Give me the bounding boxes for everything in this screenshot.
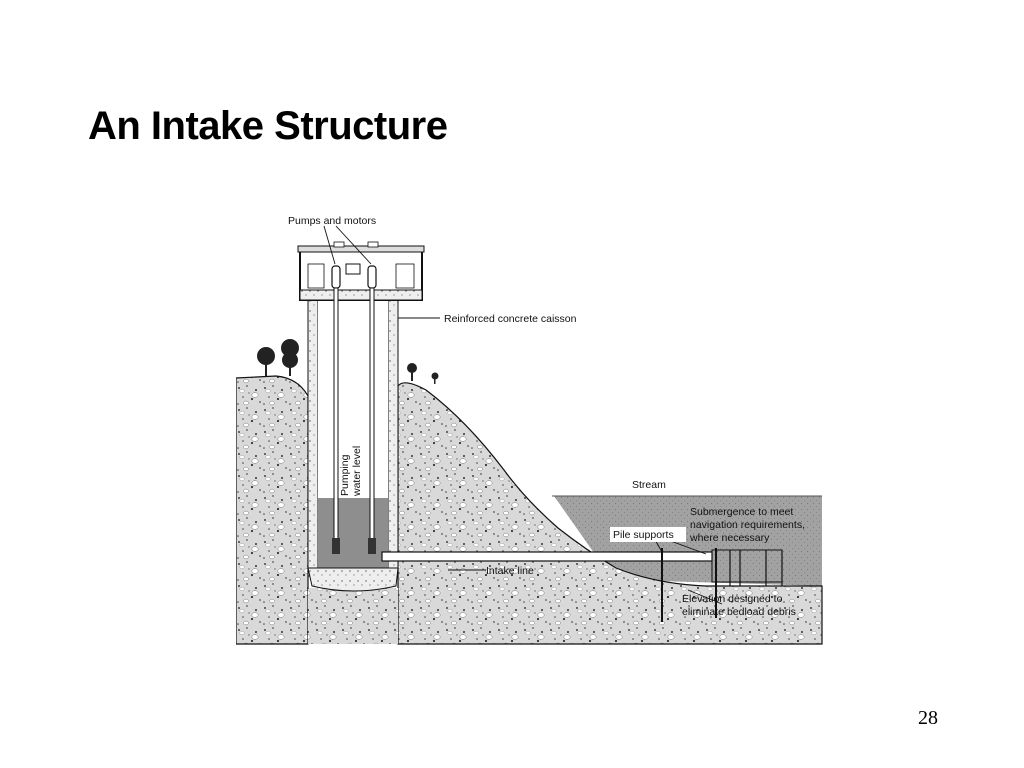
caisson-left-wall xyxy=(307,299,319,577)
label-elevation-1: Elevation designed to xyxy=(682,593,783,605)
label-elevation-2: eliminate bedload debris xyxy=(682,606,796,618)
label-submergence-3: where necessary xyxy=(689,532,770,544)
label-stream: Stream xyxy=(632,479,666,491)
pump-house-roof xyxy=(297,245,425,253)
caisson-water xyxy=(318,498,388,568)
label-pumps-and-motors: Pumps and motors xyxy=(288,215,376,227)
pump-house-floor xyxy=(299,289,423,301)
control-panel xyxy=(345,263,361,275)
label-submergence-2: navigation requirements, xyxy=(690,519,805,531)
label-intake-line: Intake line xyxy=(486,565,534,577)
equipment-left xyxy=(307,263,325,289)
pump-bowl-right xyxy=(368,538,376,554)
slide-title: An Intake Structure xyxy=(88,104,448,148)
label-pumping-water-level-2: water level xyxy=(351,446,363,497)
caisson-right-wall xyxy=(387,299,399,577)
diagram-canvas: Pumps and motors Reinforced concrete cai… xyxy=(236,215,823,645)
motor-left xyxy=(331,265,341,289)
roof-vent-right xyxy=(367,241,379,248)
intake-structure-diagram: Pumps and motors Reinforced concrete cai… xyxy=(236,208,828,648)
stream-water xyxy=(554,496,822,586)
caisson-interior xyxy=(318,300,388,498)
leader-lines xyxy=(323,225,723,605)
tree-icon xyxy=(257,339,439,384)
label-caisson: Reinforced concrete caisson xyxy=(444,313,577,325)
label-pumping-water-level-1: Pumping xyxy=(339,454,351,496)
pump-column-right xyxy=(369,287,375,551)
motor-right xyxy=(367,265,377,289)
pump-bowl-left xyxy=(332,538,340,554)
caisson-bottom xyxy=(307,567,399,592)
roof-vent-left xyxy=(333,241,345,248)
equipment-right xyxy=(395,263,415,289)
label-pile-supports: Pile supports xyxy=(613,529,674,541)
label-submergence-1: Submergence to meet xyxy=(690,506,793,518)
pump-column-left xyxy=(333,287,339,551)
ground-bottom xyxy=(308,588,398,644)
page-number: 28 xyxy=(918,707,938,729)
